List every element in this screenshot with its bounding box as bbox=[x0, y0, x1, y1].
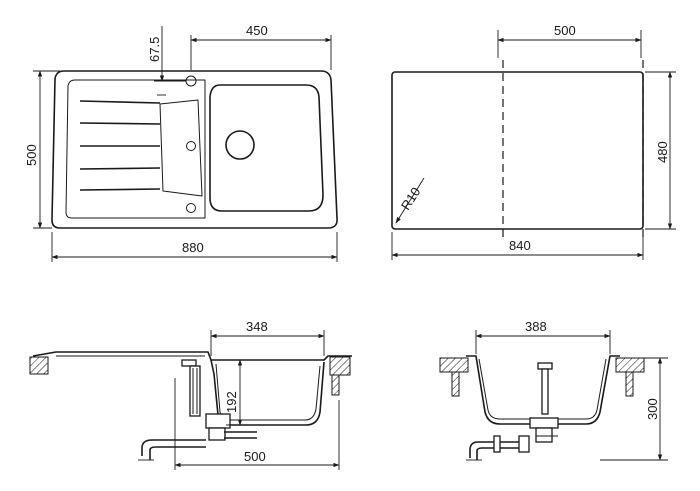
dimension-waste-reach: 500 bbox=[244, 449, 266, 464]
front-section-view: 388 300 bbox=[439, 319, 668, 461]
radius-leader bbox=[395, 177, 425, 224]
drainer-inner-edge bbox=[65, 79, 206, 219]
worktop-left bbox=[439, 357, 469, 373]
dimension-depth-total: 500 bbox=[24, 144, 39, 166]
dimension-bowl-width: 450 bbox=[246, 23, 268, 38]
main-bowl bbox=[209, 84, 324, 212]
dimension-front-bowl-width: 388 bbox=[525, 319, 547, 334]
dimension-tap-offset: 67.5 bbox=[147, 37, 162, 62]
waste-outlet-pipe bbox=[224, 431, 257, 439]
drain-pipe bbox=[469, 441, 520, 460]
waste-trap bbox=[205, 413, 257, 441]
drainer-grooves bbox=[79, 100, 161, 191]
dimension-bowl-depth: 192 bbox=[224, 391, 239, 413]
top-view: 450 67.5 500 880 bbox=[24, 23, 338, 262]
tap-hole-icon bbox=[185, 75, 197, 87]
cutout-view: R10 500 480 840 bbox=[391, 23, 676, 260]
waste-outlet-icon bbox=[225, 130, 255, 160]
worktop-support bbox=[625, 371, 634, 397]
worktop-right bbox=[329, 356, 351, 376]
sink-outer-rim bbox=[51, 70, 338, 229]
cutout-outline bbox=[391, 71, 644, 230]
dimension-overall-height: 300 bbox=[645, 398, 660, 420]
tap-hole-icon bbox=[186, 203, 196, 213]
waste-column bbox=[529, 362, 559, 443]
pipe-coupling bbox=[518, 435, 530, 453]
overflow-pipe bbox=[181, 359, 201, 417]
tap-hole-icon bbox=[186, 141, 196, 151]
worktop-right bbox=[615, 357, 645, 373]
pipe-coupling bbox=[493, 435, 501, 453]
dimension-width-total: 880 bbox=[182, 240, 204, 255]
worktop-support bbox=[451, 371, 460, 397]
drain-pipe bbox=[141, 439, 206, 460]
tap-platform bbox=[159, 99, 203, 197]
worktop-support bbox=[331, 374, 340, 396]
worktop-left bbox=[29, 356, 49, 375]
dimension-side-bowl-width: 348 bbox=[246, 319, 268, 334]
side-section-view: 348 192 500 bbox=[29, 319, 352, 470]
dimension-corner-radius: R10 bbox=[398, 184, 424, 212]
dimension-cutout-width: 840 bbox=[509, 238, 531, 253]
dimension-cutout-depth: 480 bbox=[655, 141, 670, 163]
dimension-bowl-zone: 500 bbox=[554, 23, 576, 38]
